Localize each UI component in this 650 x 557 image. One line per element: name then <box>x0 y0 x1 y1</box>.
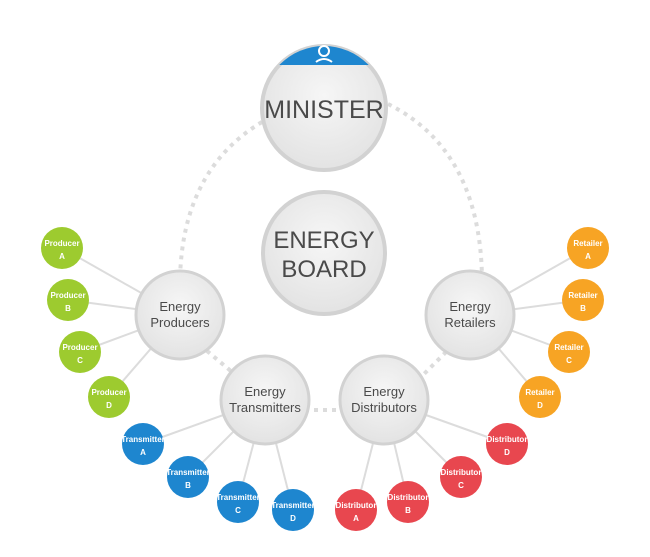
transmitters-leaf-circle <box>167 456 209 498</box>
transmitters-leaf-label-letter: D <box>290 514 296 523</box>
retailers-leaf-circle <box>548 331 590 373</box>
producers-leaf-label-name: Producer <box>50 291 85 300</box>
distributors-leaf-label-letter: C <box>458 481 464 490</box>
distributors-leaf-label-name: Distributor <box>336 501 377 510</box>
distributors-leaf-circle <box>335 489 377 531</box>
dotted-connectors <box>178 102 484 412</box>
transmitters-leaf-label-name: Transmitter <box>271 501 315 510</box>
transmitters-leaf-label-name: Transmitter <box>166 468 210 477</box>
retailers-leaf-circle <box>567 227 609 269</box>
producers-leaf-circle <box>88 376 130 418</box>
distributors-leaf-label-letter: B <box>405 506 411 515</box>
energy-board-node[interactable]: ENERGY BOARD <box>261 190 387 316</box>
producers-leaf-label-letter: D <box>106 401 112 410</box>
producers-leaf-label-name: Producer <box>44 239 79 248</box>
transmitters-hub-line2: Transmitters <box>229 400 301 415</box>
transmitters-leaf-label-name: Transmitter <box>216 493 260 502</box>
arc-producers-transmitters <box>198 343 234 374</box>
retailers-leaf-circle <box>562 279 604 321</box>
producers-hub-line1: Energy <box>159 299 201 314</box>
retailers-leaf-label-letter: D <box>537 401 543 410</box>
distributors-leaf-circle <box>486 423 528 465</box>
arc-minister-retailers <box>387 102 484 279</box>
transmitters-leaf-label-letter: C <box>235 506 241 515</box>
transmitters-hub-line1: Energy <box>244 384 286 399</box>
retailers-leaf-label-letter: A <box>585 252 591 261</box>
arc-distributors-retailers <box>416 348 450 382</box>
board-label-line2: BOARD <box>281 256 366 283</box>
transmitters-leaf-circle <box>217 481 259 523</box>
producers-leaf-label-name: Producer <box>62 343 97 352</box>
transmitters-leaf-circle <box>122 423 164 465</box>
producers-leaf-label-letter: A <box>59 252 65 261</box>
distributors-leaf-label-name: Distributor <box>388 493 429 502</box>
distributors-hub-line2: Distributors <box>351 400 417 415</box>
transmitters-hub[interactable]: Energy Transmitters <box>219 354 311 446</box>
producers-leaf-label-letter: C <box>77 356 83 365</box>
producers-leaf-label-name: Producer <box>91 388 126 397</box>
retailers-hub-line1: Energy <box>449 299 491 314</box>
distributors-leaf-label-name: Distributor <box>441 468 482 477</box>
producers-hub[interactable]: Energy Producers <box>134 269 226 361</box>
minister-node[interactable]: MINISTER <box>260 40 388 172</box>
transmitters-leaf-circle <box>272 489 314 531</box>
producers-leaf-label-letter: B <box>65 304 71 313</box>
minister-label: MINISTER <box>264 96 383 124</box>
transmitters-leaf-label-letter: B <box>185 481 191 490</box>
retailers-leaf-label-name: Retailer <box>525 388 554 397</box>
retailers-leaf-circle <box>519 376 561 418</box>
retailers-leaf-label-name: Retailer <box>573 239 602 248</box>
distributors-hub[interactable]: Energy Distributors <box>338 354 430 446</box>
retailers-hub[interactable]: Energy Retailers <box>424 269 516 361</box>
producers-leaf-circle <box>59 331 101 373</box>
producers-leaf-circle <box>47 279 89 321</box>
retailers-leaf-label-name: Retailer <box>554 343 583 352</box>
distributors-leaf-circle <box>440 456 482 498</box>
retailers-leaf-label-name: Retailer <box>568 291 597 300</box>
producers-hub-line2: Producers <box>150 315 210 330</box>
transmitters-leaf-label-letter: A <box>140 448 146 457</box>
distributors-leaf-label-letter: A <box>353 514 359 523</box>
retailers-leaf-label-letter: C <box>566 356 572 365</box>
distributors-leaf-label-name: Distributor <box>487 435 528 444</box>
retailers-leaf-label-letter: B <box>580 304 586 313</box>
person-icon <box>315 45 333 63</box>
distributors-leaf-label-letter: D <box>504 448 510 457</box>
board-label-line1: ENERGY <box>273 227 374 254</box>
leaf-nodes: ProducerAProducerBProducerCProducerDTran… <box>41 227 609 531</box>
distributors-leaf-circle <box>387 481 429 523</box>
distributors-hub-line1: Energy <box>363 384 405 399</box>
transmitters-leaf-label-name: Transmitter <box>121 435 165 444</box>
arc-minister-producers <box>178 120 264 281</box>
retailers-hub-line2: Retailers <box>444 315 496 330</box>
producers-leaf-circle <box>41 227 83 269</box>
